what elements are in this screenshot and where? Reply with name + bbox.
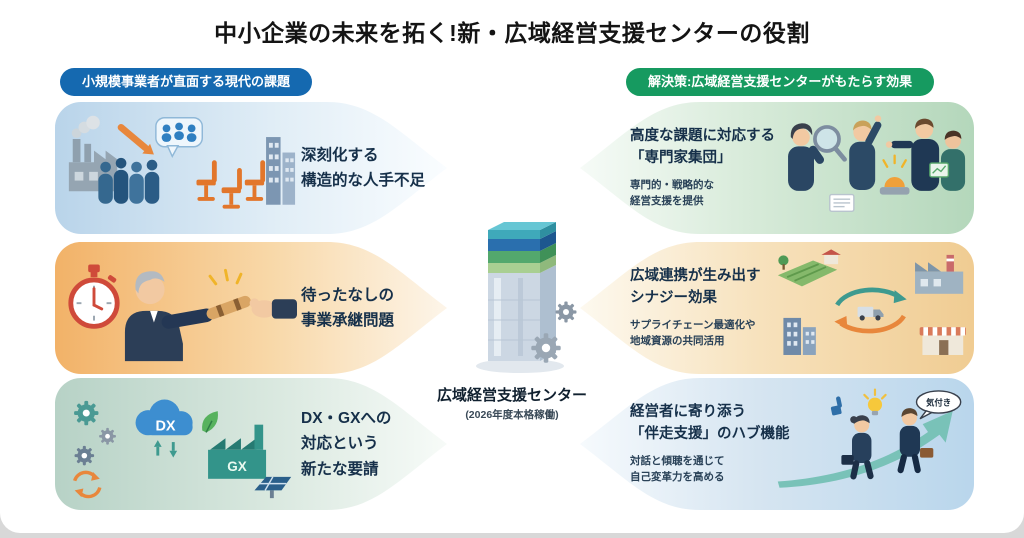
stopwatch-icon <box>68 264 120 329</box>
elder-businessman-icon <box>124 271 222 362</box>
experts-title: 高度な課題に対応する 「専門家集団」 <box>630 128 775 167</box>
solar-panel-icon <box>254 476 292 499</box>
decline-arrow-icon <box>117 124 154 155</box>
succession-illustration <box>68 264 297 362</box>
synergy-title: 広域連携が生み出す シナジー効果 <box>630 268 761 307</box>
dx-label: DX <box>155 418 175 434</box>
support-hub-text: 経営者に寄り添う 「伴走支援」のハブ機能 対話と傾聴を通じて 自己変革力を高める <box>630 378 808 510</box>
awareness-bubble: 気付き <box>915 390 962 420</box>
center-label: 広域経営支援センター (2026年度本格稼働) <box>428 384 596 422</box>
businesswoman-walking-icon <box>841 415 874 480</box>
analyst-with-magnifier-icon <box>788 123 825 191</box>
expert-with-chart-icon <box>929 130 966 191</box>
supply-chain-cycle-icon <box>834 287 907 334</box>
baton-icon <box>206 295 251 320</box>
team-speech-bubble-icon <box>155 117 203 159</box>
receiving-hand-icon <box>249 298 297 319</box>
growth-arrow-icon <box>777 410 953 488</box>
documents-icon <box>829 193 855 212</box>
support-hub-subtitle: 対話と傾聴を通じて 自己変革力を高める <box>630 454 725 484</box>
consultant-pointing-icon <box>849 115 882 190</box>
labor-shortage-label: 深刻化する 構造的な人手不足 <box>301 146 426 189</box>
synergy-subtitle: サプライチェーン最適化や 地域資源の共同活用 <box>630 318 756 348</box>
farm-icon <box>777 249 841 287</box>
warning-light-icon <box>879 154 910 195</box>
gx-factory-icon: GX <box>208 424 267 479</box>
center-name: 広域経営支援センター <box>436 387 587 404</box>
panel-experts: 高度な課題に対応する 「専門家集団」 専門的・戦略的な 経営支援を提供 <box>580 102 974 234</box>
support-hub-illustration: 気付き <box>777 388 962 488</box>
gear-icon <box>555 301 577 323</box>
support-center-tower-icon <box>488 222 556 361</box>
center-tower-illustration <box>476 222 577 373</box>
labor-shortage-illustration <box>68 115 296 209</box>
magnifier-icon <box>813 125 847 162</box>
expert-pointing-icon <box>885 118 940 191</box>
left-section-header: 小規模事業者が直面する現代の課題 <box>60 68 313 96</box>
gears-icon <box>74 400 116 466</box>
experts-text: 高度な課題に対応する 「専門家集団」 専門的・戦略的な 経営支援を提供 <box>630 102 808 234</box>
city-buildings-icon <box>783 317 816 355</box>
synergy-illustration <box>777 249 966 355</box>
businessman-walking-icon <box>897 408 934 474</box>
succession-label: 待ったなしの 事業承継問題 <box>301 286 395 329</box>
dx-gx-illustration: DX GX <box>73 399 292 499</box>
leaf-icon <box>202 411 218 433</box>
office-buildings-icon <box>266 137 296 205</box>
page-title: 中小企業の未来を拓く!新・広域経営支援センターの役割 <box>214 20 810 46</box>
lightbulb-icon <box>863 388 887 416</box>
support-hub-title: 経営者に寄り添う 「伴走支援」のハブ機能 <box>630 404 790 443</box>
truck-icon <box>857 306 884 321</box>
sparkle-icons <box>208 268 243 286</box>
panel-synergy: 広域連携が生み出す シナジー効果 サプライチェーン最適化や 地域資源の共同活用 <box>580 242 974 374</box>
panel-succession: 待ったなしの 事業承継問題 <box>55 242 447 374</box>
empty-chairs-icons <box>196 160 266 209</box>
gx-label: GX <box>227 459 247 474</box>
tower-shadow <box>476 359 564 373</box>
panel-dx-gx: DX GX DX・GXへの 対応と <box>55 378 447 510</box>
experts-subtitle: 専門的・戦略的な 経営支援を提供 <box>630 178 714 208</box>
experts-illustration <box>788 115 966 212</box>
panel-shape <box>580 242 974 374</box>
panel-labor-shortage: 深刻化する 構造的な人手不足 <box>55 102 447 234</box>
dx-cloud-icon: DX <box>135 399 193 458</box>
dx-gx-label: DX・GXへの 対応という 新たな要請 <box>301 410 392 478</box>
factory-icon <box>915 254 964 294</box>
thumbs-up-icon <box>830 396 842 416</box>
workers-icons <box>98 157 160 204</box>
synergy-text: 広域連携が生み出す シナジー効果 サプライチェーン最適化や 地域資源の共同活用 <box>630 242 808 374</box>
center-note: (2026年度本格稼働) <box>465 409 559 421</box>
panel-support-hub: 経営者に寄り添う 「伴走支援」のハブ機能 対話と傾聴を通じて 自己変革力を高める… <box>580 378 974 510</box>
awareness-label: 気付き <box>926 398 951 408</box>
store-icon <box>919 327 966 355</box>
right-section-header: 解決策:広域経営支援センターがもたらす効果 <box>626 68 935 96</box>
cycle-arrows-icon <box>73 470 102 499</box>
gear-icon <box>531 333 561 363</box>
